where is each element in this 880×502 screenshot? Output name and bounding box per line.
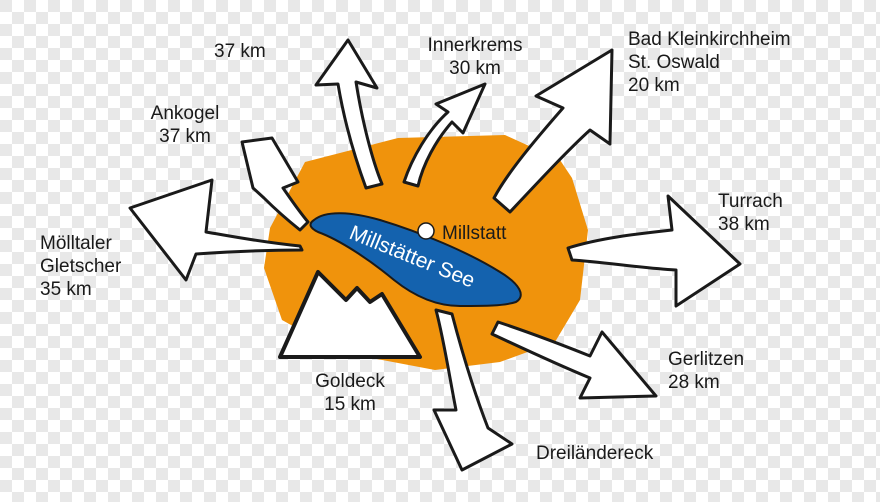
arrow-bad-kleinkirchheim (492, 48, 614, 214)
label-molltaler: Mölltaler Gletscher 35 km (40, 233, 122, 300)
label-top-left: 37 km (214, 41, 266, 62)
label-bad-kleinkirchheim: Bad Kleinkirchheim St. Oswald 20 km (628, 29, 791, 96)
arrow-top-left (314, 38, 384, 190)
arrow-dreilandereck (432, 308, 514, 472)
label-turrach: Turrach 38 km (718, 191, 783, 235)
arrow-innerkrems (402, 82, 487, 188)
label-gerlitzen: Gerlitzen 28 km (668, 349, 745, 393)
label-goldeck: Goldeck 15 km (315, 371, 385, 415)
arrow-molltaler (128, 178, 304, 282)
arrow-turrach (566, 194, 742, 308)
label-dreilandereck: Dreiländereck (536, 443, 654, 464)
arrow-ankogel (240, 136, 310, 232)
label-innerkrems: Innerkrems 30 km (427, 35, 523, 79)
lake-shape (309, 212, 522, 308)
mountain-icon (278, 270, 422, 359)
label-ankogel: Ankogel 37 km (150, 103, 220, 147)
town-marker (417, 222, 435, 240)
top-edge-mask (0, 0, 880, 40)
town-label: Millstatt (442, 223, 507, 244)
arrow-gerlitzen (490, 320, 658, 400)
